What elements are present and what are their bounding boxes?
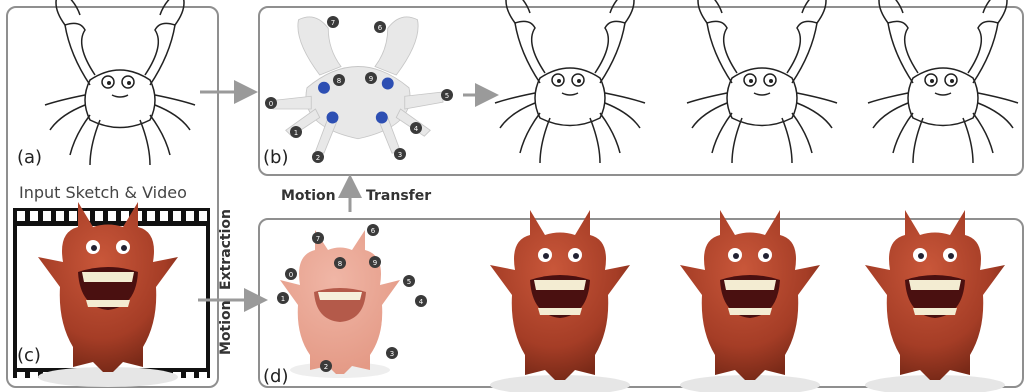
- crab-handle-label-4: 4: [414, 125, 419, 133]
- tracked-monster: [280, 230, 400, 378]
- crab-handle-label-0: 0: [269, 100, 273, 108]
- crab-handle-label-3: 3: [398, 151, 402, 159]
- monster-handle-label-4: 4: [419, 298, 424, 306]
- crab-handle-label-2: 2: [316, 154, 320, 162]
- monster-handle-label-9: 9: [373, 259, 377, 267]
- crab-handle-label-7: 7: [331, 19, 335, 27]
- output-crab-1: [495, 0, 645, 163]
- crab-handle-label-8: 8: [337, 77, 341, 85]
- monster-handle-label-3: 3: [390, 350, 394, 358]
- label-c: (c): [17, 345, 41, 366]
- output-monster-3: [865, 210, 1005, 392]
- output-monster-1: [490, 210, 630, 392]
- monster-handle-label-0: 0: [289, 271, 293, 279]
- monster-handle-label-2: 2: [324, 363, 328, 371]
- crab-handle-label-5: 5: [445, 92, 449, 100]
- crab-handle-label-9: 9: [369, 75, 373, 83]
- crab-handle-label-6: 6: [378, 24, 383, 32]
- monster-handle-label-5: 5: [407, 278, 411, 286]
- output-crab-3: [868, 0, 1018, 163]
- crab-handle-label-1: 1: [294, 129, 298, 137]
- monster-handle-label-8: 8: [338, 260, 342, 268]
- monster-handle-label-1: 1: [281, 295, 285, 303]
- output-monster-2: [680, 210, 820, 392]
- input-crab-sketch: [45, 0, 195, 165]
- output-crab-2: [687, 0, 837, 163]
- monster-handle-label-6: 6: [371, 227, 376, 235]
- monster-handle-label-7: 7: [316, 235, 320, 243]
